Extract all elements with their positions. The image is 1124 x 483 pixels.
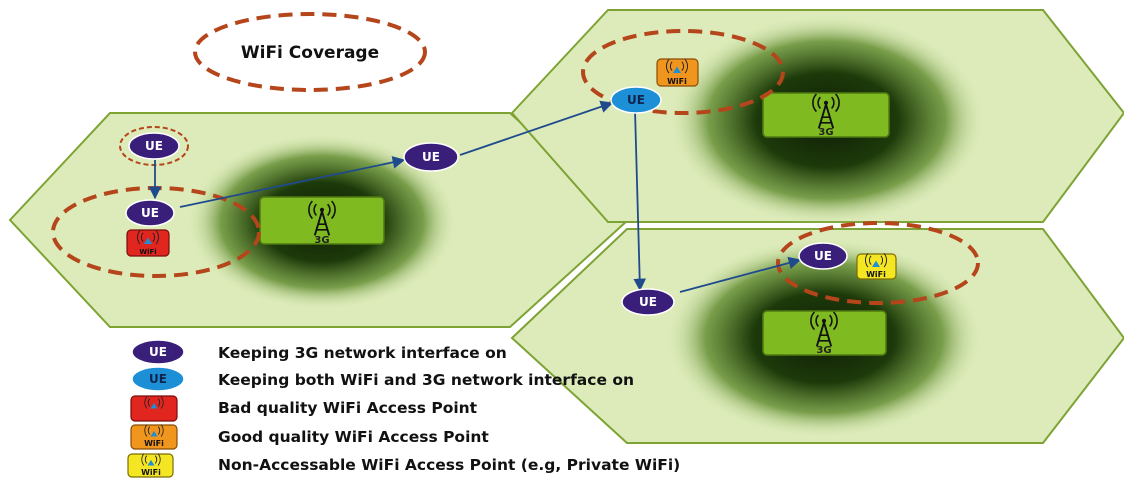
ue-node-middle: UE (403, 142, 459, 172)
legend-item-ap-good: WiFi Good quality WiFi Access Point (130, 424, 489, 450)
legend-text-ap-good: Good quality WiFi Access Point (218, 428, 489, 446)
tower-3g-top-right: 3G (762, 92, 890, 138)
svg-text:WiFi: WiFi (866, 270, 886, 279)
svg-text:WiFi: WiFi (144, 439, 164, 448)
legend-item-ue-3g: UE Keeping 3G network interface on (131, 339, 507, 365)
legend-item-ue-both: UE Keeping both WiFi and 3G network inte… (131, 366, 634, 392)
wifi-coverage-title: WiFi Coverage (241, 43, 379, 63)
svg-text:UE: UE (149, 345, 167, 359)
legend-text-ap-private: Non-Accessable WiFi Access Point (e.g, P… (218, 456, 680, 474)
svg-text:UE: UE (814, 249, 832, 263)
wifi-coverage-ring-title (193, 12, 427, 92)
legend-icon-ue-both (131, 366, 185, 392)
legend-icon-ue-3g (131, 339, 185, 365)
wifi-coverage-ring-bottom-right (776, 221, 980, 305)
svg-text:WiFi: WiFi (141, 468, 161, 477)
legend-icon-ap-good (130, 424, 178, 450)
legend-item-ap-private: WiFi Non-Accessable WiFi Access Point (e… (127, 453, 680, 478)
ue-node-left: UE (125, 199, 175, 227)
wifi-coverage-ring-top-right (581, 29, 785, 115)
ue-node-bottom-right: UE (798, 242, 848, 270)
tower-3g-bottom-right: 3G (762, 310, 887, 356)
svg-text:UE: UE (639, 295, 657, 309)
movement-arrows (148, 100, 802, 293)
svg-text:UE: UE (149, 372, 167, 386)
legend-item-ap-bad: Bad quality WiFi Access Point (130, 395, 478, 422)
legend-text-ap-bad: Bad quality WiFi Access Point (218, 399, 478, 417)
svg-text:WiFi: WiFi (139, 248, 156, 256)
svg-text:UE: UE (141, 206, 159, 220)
legend-text-ue-both: Keeping both WiFi and 3G network interfa… (218, 371, 634, 389)
ue-node-bottom-middle: UE (621, 288, 675, 316)
legend: UE Keeping 3G network interface on UE Ke… (127, 339, 680, 478)
legend-text-ue-3g: Keeping 3G network interface on (218, 344, 507, 362)
ap-bad-quality-left: WiFi (126, 229, 170, 257)
svg-text:UE: UE (422, 150, 440, 164)
arrow-down-right (633, 109, 646, 292)
ue-small-ring (119, 126, 189, 166)
svg-text:UE: UE (627, 93, 645, 107)
arrow-to-top-ue (459, 100, 614, 156)
tower-label-bottom-right: 3G (816, 345, 831, 356)
tower-label-left: 3G (314, 235, 329, 246)
arrow-to-private-ue (679, 256, 802, 293)
ap-private-bottom-right: WiFi (856, 252, 897, 280)
arrow-to-mid-ue (179, 156, 406, 208)
svg-text:WiFi: WiFi (667, 77, 687, 86)
svg-text:UE: UE (145, 139, 163, 153)
ue-node-top-right-both: UE (610, 86, 662, 114)
ue-node-top-left: UE (128, 132, 180, 160)
tower-label-top-right: 3G (818, 127, 833, 138)
ap-good-quality-top: WiFi (656, 58, 699, 87)
tower-3g-left: 3G (259, 196, 385, 246)
